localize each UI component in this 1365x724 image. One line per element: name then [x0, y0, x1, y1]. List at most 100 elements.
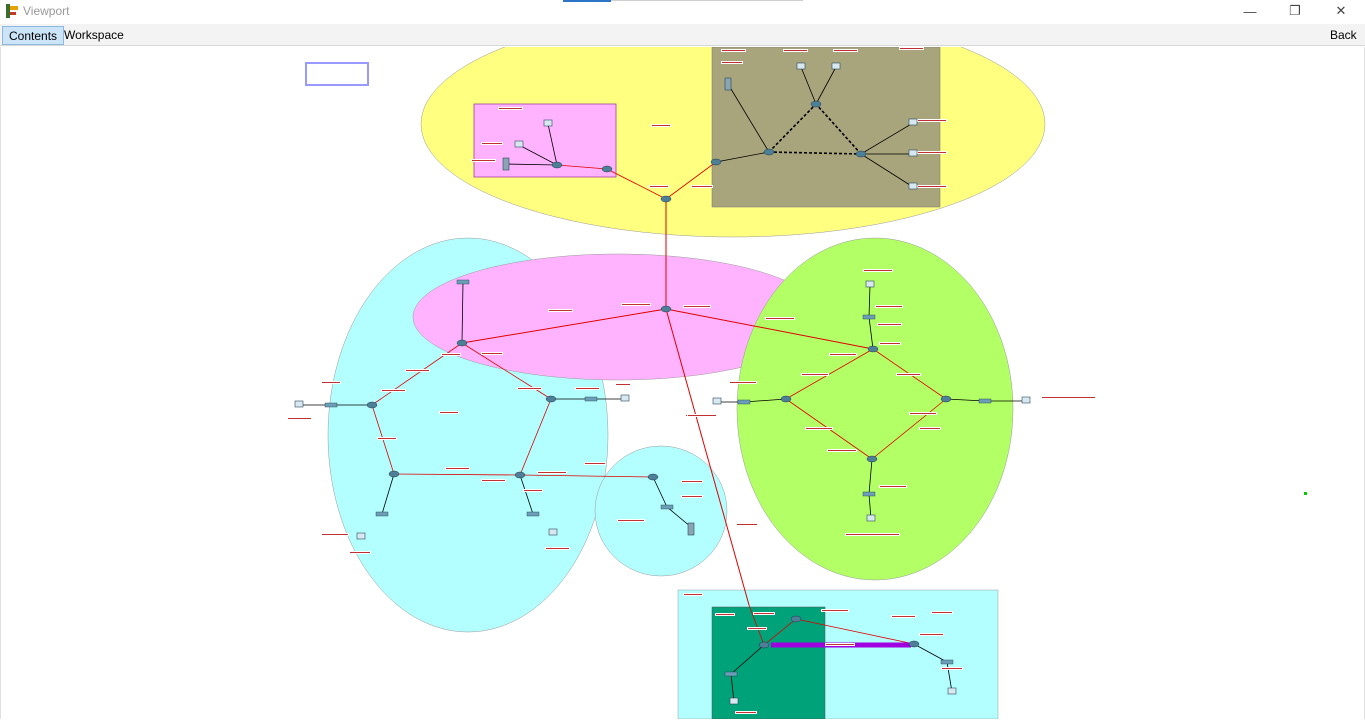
router-icon [790, 615, 802, 623]
device-label-text [920, 428, 940, 429]
router-icon [551, 161, 563, 169]
device-label-text [730, 382, 756, 383]
switch-icon [584, 396, 598, 402]
router-icon [940, 395, 952, 403]
device-label-text [806, 428, 832, 429]
device-label-text [834, 50, 857, 51]
device-label-text [918, 152, 946, 153]
pc-icon [947, 687, 957, 695]
network-link [665, 161, 717, 200]
pc-icon [1021, 396, 1031, 404]
network-link [547, 123, 558, 166]
server-icon [502, 157, 510, 171]
network-link [815, 66, 837, 105]
back-button[interactable]: Back [1330, 28, 1357, 42]
device-label-text [524, 490, 542, 491]
labels-layer [287, 47, 1096, 714]
device-label-text [826, 644, 854, 645]
network-link [505, 163, 558, 166]
device-label-text [406, 370, 429, 371]
device-label-text [546, 548, 569, 549]
device-label-text [650, 186, 668, 187]
network-link [461, 281, 464, 344]
network-link [715, 151, 770, 163]
window-title: Viewport [23, 4, 70, 18]
device-label-text [830, 354, 856, 355]
router-icon [866, 455, 878, 463]
network-link [795, 618, 915, 645]
network-topology-diagram [287, 10, 1307, 720]
device-label-text [684, 594, 702, 595]
selection-marker [1304, 492, 1307, 495]
switch-icon [978, 398, 992, 404]
switch-icon [940, 659, 954, 665]
network-link [519, 474, 534, 515]
device-label-text [897, 374, 920, 375]
network-link [381, 473, 395, 515]
network-link [748, 604, 765, 646]
device-label-text [736, 712, 756, 713]
router-icon [514, 471, 526, 479]
network-link [860, 122, 914, 155]
device-label-text [880, 486, 906, 487]
device-label-text [942, 668, 962, 669]
device-label-text [585, 463, 605, 464]
network-link [727, 83, 770, 153]
switch-icon [862, 314, 876, 320]
network-link [665, 308, 750, 606]
network-link [461, 308, 667, 344]
pc-icon [620, 394, 630, 402]
contents-tab[interactable]: Contents [2, 26, 65, 45]
device-label-text [442, 354, 460, 355]
switch-icon [375, 511, 389, 517]
note-box [305, 62, 369, 86]
device-label-text [622, 304, 650, 305]
network-link [768, 151, 862, 155]
router-icon [388, 470, 400, 478]
router-icon [660, 195, 672, 203]
device-label-text [482, 143, 502, 144]
device-label-text [322, 534, 348, 535]
network-link [763, 618, 797, 646]
device-label-text [910, 413, 936, 414]
workspace-tab[interactable]: Workspace [64, 28, 124, 42]
minimize-button[interactable]: — [1243, 3, 1257, 19]
maximize-button[interactable]: ❐ [1289, 3, 1301, 18]
area-teal [711, 606, 826, 720]
router-icon [660, 305, 672, 313]
pc-icon [831, 62, 841, 70]
network-canvas[interactable] [0, 10, 1365, 720]
pc-icon [548, 528, 558, 536]
close-button[interactable]: ✕ [1335, 3, 1347, 18]
device-label-text [350, 552, 370, 553]
network-link [665, 308, 874, 350]
router-icon [601, 165, 613, 173]
device-label-text [688, 415, 716, 416]
pc-icon [712, 397, 722, 405]
title-bar: Viewport — ❐ ✕ [0, 0, 1365, 24]
network-link [519, 474, 654, 478]
pc-icon [908, 182, 918, 190]
device-label-text [846, 534, 899, 535]
device-label-text [784, 50, 807, 51]
area-pink-small [473, 103, 617, 178]
device-label-text [692, 186, 712, 187]
device-label-text [802, 374, 828, 375]
router-icon [763, 148, 775, 156]
device-label-text [828, 450, 856, 451]
router-icon [710, 158, 722, 166]
network-link [868, 458, 873, 495]
device-label-text [288, 418, 311, 419]
window-accent [563, 0, 611, 2]
switch-icon [724, 671, 738, 677]
network-link [945, 398, 986, 402]
pc-icon [796, 62, 806, 70]
network-link [730, 673, 735, 703]
device-label-text [576, 388, 599, 389]
network-link [913, 643, 948, 663]
switch-icon [324, 402, 338, 408]
network-link [868, 316, 874, 350]
device-label-text [378, 438, 396, 439]
router-icon [855, 150, 867, 158]
device-label-text [482, 353, 502, 354]
